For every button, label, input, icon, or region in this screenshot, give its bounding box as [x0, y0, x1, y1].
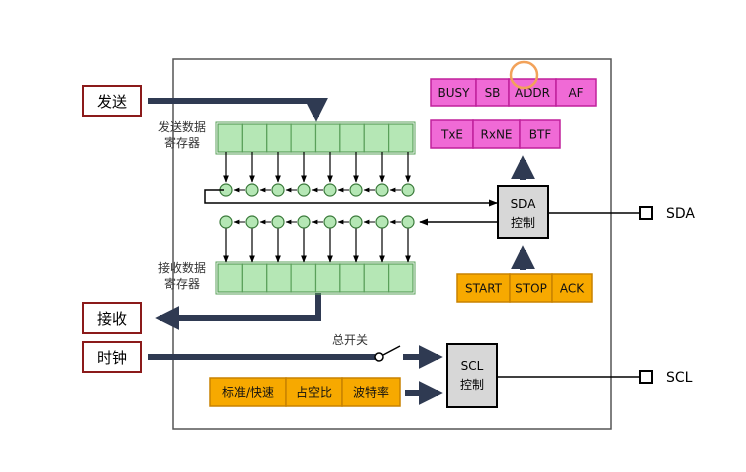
scl-pin — [639, 370, 653, 384]
status-flag-cell — [430, 119, 474, 149]
send-data-register — [215, 121, 416, 155]
status-flag-label: AF — [568, 86, 583, 100]
rx-shift-bit — [375, 215, 389, 229]
receive-shift-register — [219, 215, 415, 263]
receive-output-label: 接收 — [97, 310, 127, 328]
status-flag-label: BUSY — [438, 86, 471, 100]
status-flag-label: TxE — [440, 128, 463, 142]
control-bit-cell — [551, 273, 593, 303]
clock-mode-cell — [341, 377, 401, 407]
recv-register-cell — [314, 263, 341, 293]
clock-mode-label: 标准/快速 — [222, 386, 274, 400]
clock-mode-row: 标准/快速 占空比 波特率 — [209, 377, 401, 407]
peripheral-frame — [172, 58, 612, 430]
status-flag-label: ADDR — [515, 86, 550, 100]
rx-shift-bit — [271, 215, 285, 229]
scl-control-line1: SCL — [461, 359, 484, 373]
receive-arrow — [155, 293, 321, 330]
sda-pin — [639, 206, 653, 220]
clock-mode-label: 波特率 — [353, 385, 389, 400]
addr-highlight — [509, 60, 539, 90]
master-switch-lever — [382, 345, 401, 356]
tx-shift-bit — [245, 183, 259, 197]
clock-input: 时钟 — [82, 341, 142, 373]
rx-shift-bit — [297, 215, 311, 229]
tx-shift-bit — [375, 183, 389, 197]
status-flag-label: SB — [485, 86, 501, 100]
receive-data-register — [215, 261, 416, 295]
rx-shift-bit — [323, 215, 337, 229]
tx-shift-bit — [401, 183, 415, 197]
rx-shift-bit — [219, 215, 233, 229]
clock-mode-cell — [285, 377, 343, 407]
recv-register-cell — [388, 263, 414, 293]
status-flag-cell — [519, 119, 561, 149]
send-input: 发送 — [82, 85, 142, 117]
control-bit-cell — [456, 273, 511, 303]
recv-register-cell — [363, 263, 390, 293]
tx-shift-bit — [323, 183, 337, 197]
clock-input-label: 时钟 — [97, 349, 127, 367]
status-flag-label: RxNE — [481, 128, 513, 142]
sda-control-line1: SDA — [511, 197, 537, 211]
rx-shift-bit — [349, 215, 363, 229]
status-flag-cell — [472, 119, 521, 149]
recv-register-cell — [266, 263, 292, 293]
send-register-cell — [339, 123, 365, 153]
recv-register-cell — [290, 263, 317, 293]
sda-control-block: SDA 控制 — [497, 185, 549, 239]
recv-register-outline — [215, 261, 416, 295]
send-register-label-line1: 发送数据 — [158, 119, 206, 134]
control-bit-label: STOP — [515, 282, 547, 296]
transmit-path — [204, 189, 498, 207]
tx-shift-bit — [349, 183, 363, 197]
tx-shift-bit — [297, 183, 311, 197]
master-switch-label: 总开关 — [332, 333, 368, 347]
send-register-cell — [241, 123, 268, 153]
status-flags-row2: TxE RxNE BTF — [430, 119, 561, 149]
send-register-cell — [290, 123, 317, 153]
sda-pin-label: SDA — [666, 206, 695, 222]
recv-register-cell — [217, 263, 243, 293]
receive-output: 接收 — [82, 302, 142, 334]
control-bit-label: START — [465, 282, 503, 296]
clock-mode-label: 占空比 — [296, 385, 332, 400]
send-input-label: 发送 — [97, 93, 127, 111]
status-flag-label: BTF — [529, 128, 552, 142]
master-switch-contact — [374, 352, 384, 362]
scl-pin-label: SCL — [666, 370, 693, 386]
tx-shift-bit — [271, 183, 285, 197]
send-register-cell — [314, 123, 341, 153]
scl-control-block: SCL 控制 — [446, 343, 498, 408]
recv-register-label-line1: 接收数据 — [158, 260, 206, 275]
send-register-outline — [215, 121, 416, 155]
send-arrow — [148, 97, 328, 122]
control-bits-row: START STOP ACK — [456, 273, 593, 303]
control-bit-label: ACK — [560, 282, 585, 296]
rx-shift-bit — [245, 215, 259, 229]
scl-control-line2: 控制 — [460, 378, 484, 392]
recv-register-label-line2: 寄存器 — [164, 276, 200, 291]
send-register-cell — [217, 123, 243, 153]
recv-register-cell — [241, 263, 268, 293]
recv-register-cell — [339, 263, 365, 293]
send-register-cell — [363, 123, 390, 153]
send-register-cell — [388, 123, 414, 153]
rx-shift-bit — [401, 215, 415, 229]
transmit-shift-register — [219, 152, 415, 197]
send-register-label-line2: 寄存器 — [164, 135, 200, 150]
sda-control-line2: 控制 — [511, 216, 535, 230]
status-flag-cell — [555, 78, 597, 107]
send-register-cell — [266, 123, 292, 153]
